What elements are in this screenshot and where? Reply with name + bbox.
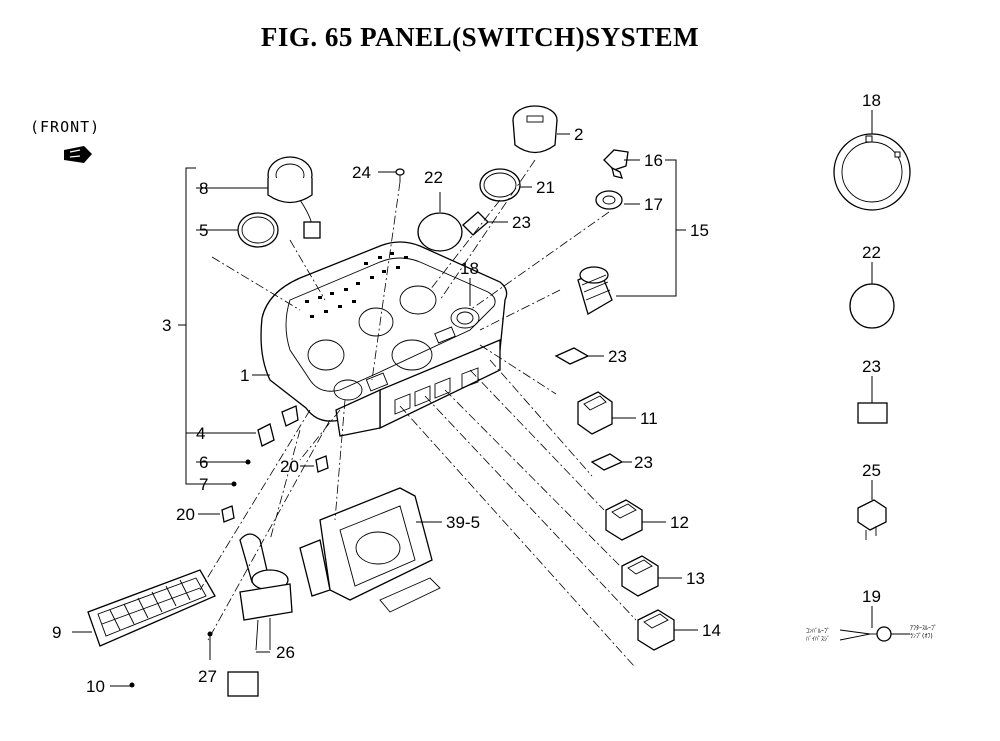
callout-20-mid: 20: [280, 457, 299, 476]
screw-24: [395, 168, 405, 182]
ring-bezel-18: [833, 133, 911, 211]
callout-12: 12: [670, 513, 689, 532]
front-direction-arrow-icon: [64, 146, 92, 163]
callout-1: 1: [240, 366, 249, 385]
cap-20-left: [221, 505, 235, 523]
callout-19: 19: [862, 587, 881, 606]
cover-disk-22: [417, 212, 463, 252]
callout-8: 8: [199, 179, 208, 198]
figure-title: FIG. 65 PANEL(SWITCH)SYSTEM: [260, 22, 700, 52]
callout-17: 17: [644, 195, 663, 214]
callout-9: 9: [52, 623, 61, 642]
o-ring-21: [479, 168, 521, 202]
callout-2: 2: [574, 125, 583, 144]
instrument-panel-housing: [260, 241, 508, 437]
callout-23-spare: 23: [862, 357, 881, 376]
label-23-mid: [554, 347, 590, 365]
rocker-switch-13: [621, 555, 659, 597]
wiring-label-right-2: ﾗﾝﾌﾟ(ｵﾌ): [910, 633, 933, 640]
mounting-bracket-39-5: [299, 487, 441, 613]
cap-20-mid: [315, 455, 329, 473]
wiring-label-left-2: ﾊﾞｲﾊﾟｽｼﾞ: [806, 636, 830, 643]
callout-24: 24: [352, 163, 371, 182]
label-23-lower: [590, 453, 624, 471]
callout-13: 13: [686, 569, 705, 588]
callout-39-5: 39-5: [446, 513, 480, 532]
callout-15: 15: [690, 221, 709, 240]
callout-27: 27: [198, 667, 217, 686]
callout-21: 21: [536, 178, 555, 197]
callout-7: 7: [199, 475, 208, 494]
callout-5: 5: [199, 221, 208, 240]
callout-23-lower: 23: [634, 453, 653, 472]
callout-labels: 1 2 3 4 5 6 7 8 9 10 11 12 13 14 15 16 1…: [52, 91, 881, 696]
hour-meter-gauge: [267, 156, 321, 239]
key-switch-assembly: [577, 149, 629, 315]
leader-lines: [72, 110, 873, 687]
callout-11: 11: [640, 409, 658, 428]
rocker-switch-12: [605, 499, 643, 541]
callout-25: 25: [862, 461, 881, 480]
callout-6: 6: [199, 453, 208, 472]
callout-26: 26: [276, 643, 295, 662]
wiring-label-right-1: ｱﾌﾀｰｽﾙｰﾌﾟ: [910, 625, 937, 632]
clip-4: [257, 423, 275, 447]
key-25: [857, 499, 887, 540]
rotary-meter-2: [512, 105, 558, 154]
rocker-switch-11: [577, 391, 613, 435]
callout-3: 3: [162, 316, 171, 335]
callout-18-spare: 18: [862, 91, 881, 110]
callout-23-mid: 23: [608, 347, 627, 366]
rocker-switch-14: [637, 609, 675, 651]
joystick-lever-26: [227, 533, 293, 697]
callout-4: 4: [196, 424, 205, 443]
callout-22-spare: 22: [862, 243, 881, 262]
keypad-plate-9: [87, 569, 216, 647]
callout-22-panel: 22: [424, 168, 443, 187]
callout-18-panel: 18: [460, 259, 479, 278]
cover-disk-22-spare: [849, 283, 895, 329]
callout-14: 14: [702, 621, 721, 640]
gasket-ring-5: [237, 212, 279, 248]
callout-23-top: 23: [512, 213, 531, 232]
front-label: (FRONT): [30, 118, 101, 136]
wiring-label-left-1: ｺﾝﾊﾞﾙｰﾌﾟ: [806, 628, 830, 635]
callout-10: 10: [86, 677, 105, 696]
wiring-19: [839, 606, 910, 642]
callout-20-left: 20: [176, 505, 195, 524]
callout-16: 16: [644, 151, 663, 170]
label-23-spare: [857, 402, 888, 424]
